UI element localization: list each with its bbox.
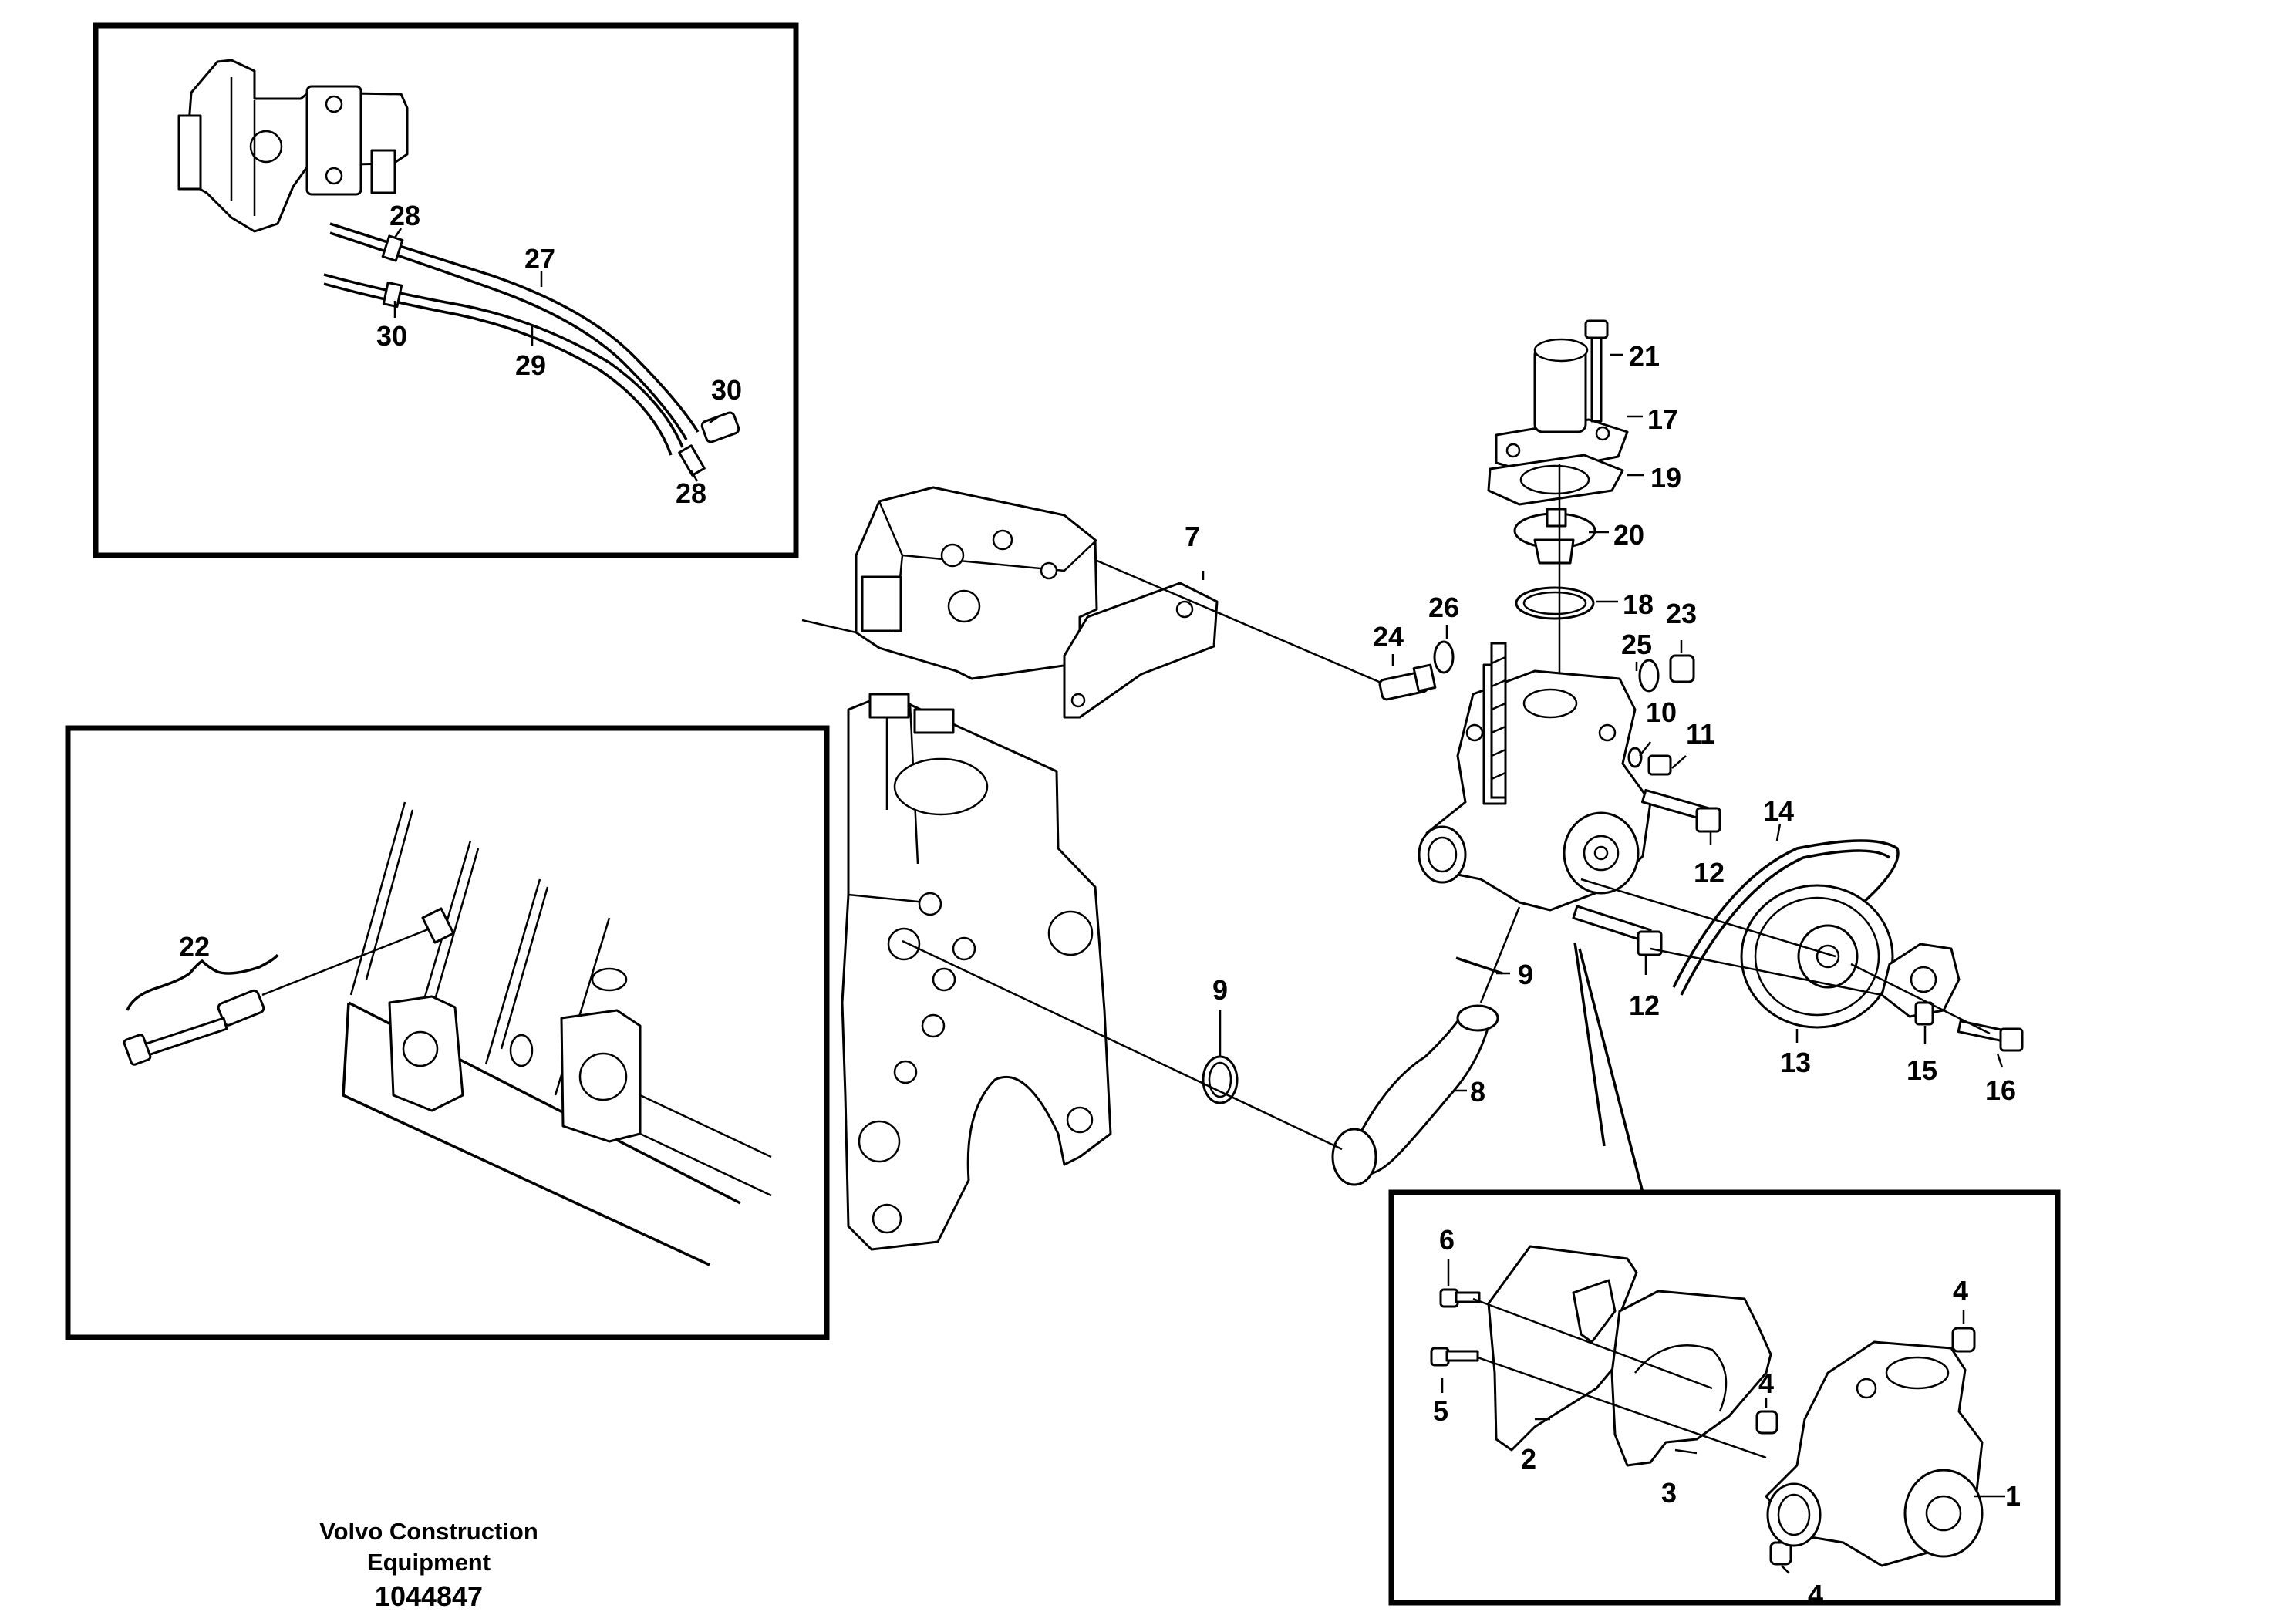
inset-block-heater: 22	[65, 725, 830, 1340]
engine-block-side	[342, 801, 772, 1266]
bolt-12-lower	[1572, 905, 1663, 956]
label-7: 7	[1185, 521, 1200, 552]
bolt-21	[1584, 319, 1609, 423]
label-12-upper: 12	[1694, 857, 1725, 889]
thermostat-20	[1513, 508, 1596, 565]
plug-4-mid	[1755, 1410, 1778, 1435]
label-24: 24	[1373, 621, 1404, 653]
label-18: 18	[1623, 588, 1654, 620]
label-6: 6	[1439, 1224, 1455, 1256]
label-25: 25	[1621, 629, 1652, 660]
label-30-right: 30	[711, 374, 742, 406]
inset-heater-hoses: 28 27 30 29 30 28	[93, 22, 799, 558]
pulley-13	[1740, 884, 1894, 1029]
washer-10	[1627, 747, 1643, 768]
timing-cover	[841, 693, 1112, 1251]
label-26: 26	[1428, 592, 1459, 623]
block-heater-element	[123, 907, 455, 1066]
o-ring-18	[1515, 586, 1595, 620]
plug-4-right	[1951, 1327, 1976, 1353]
bolt-12-upper	[1640, 788, 1721, 833]
caption-line-2: Equipment	[367, 1549, 491, 1576]
v-belt-14	[1672, 839, 1900, 996]
label-28-bottom: 28	[676, 477, 706, 509]
label-8: 8	[1470, 1076, 1485, 1108]
water-pump-1	[1765, 1340, 1984, 1567]
label-22: 22	[179, 931, 210, 963]
inset-water-pump: 6 5 2 3 4 4 4 1	[1388, 1189, 2061, 1610]
screw-5	[1430, 1347, 1479, 1367]
gasket-7	[1063, 558, 1412, 719]
bolt-16	[1957, 1020, 2024, 1052]
label-28-top: 28	[389, 200, 420, 231]
label-17: 17	[1647, 403, 1678, 435]
label-29: 29	[515, 349, 546, 381]
label-30-left: 30	[376, 320, 407, 352]
label-1: 1	[2005, 1480, 2021, 1512]
heater-valve	[177, 59, 409, 233]
label-10: 10	[1646, 696, 1677, 728]
washer-25	[1638, 659, 1660, 693]
gasket-3	[1610, 1290, 1772, 1467]
label-5: 5	[1433, 1395, 1448, 1427]
cylinder-head	[801, 486, 1111, 680]
gasket-2	[1487, 1245, 1638, 1452]
publisher-caption: Volvo Construction Equipment 1044847	[319, 1518, 538, 1612]
label-4-mid: 4	[1758, 1367, 1774, 1399]
label-3: 3	[1661, 1477, 1677, 1509]
caption-line-1: Volvo Construction	[319, 1518, 538, 1545]
label-19: 19	[1650, 462, 1681, 494]
label-4-bottom: 4	[1808, 1579, 1823, 1610]
label-27: 27	[524, 243, 555, 275]
label-21: 21	[1629, 340, 1660, 372]
label-4-right: 4	[1953, 1275, 1968, 1307]
label-16: 16	[1985, 1074, 2016, 1106]
water-pump-main	[1418, 663, 1652, 912]
thermostat-housing-cover-17	[1495, 338, 1629, 475]
label-12-lower: 12	[1629, 990, 1660, 1021]
heater-hoses	[323, 222, 740, 477]
water-pipe-8	[1331, 1004, 1499, 1186]
gasket-19	[1487, 454, 1624, 506]
hatched-strip	[1490, 642, 1507, 799]
label-23: 23	[1666, 598, 1697, 629]
document-number: 1044847	[375, 1580, 483, 1612]
label-14: 14	[1763, 795, 1794, 827]
label-13: 13	[1780, 1047, 1811, 1078]
label-11: 11	[1686, 718, 1715, 750]
bolt-11	[1647, 754, 1672, 776]
hub-15	[1880, 943, 1961, 1026]
label-15: 15	[1907, 1054, 1937, 1086]
sensor-24	[1378, 663, 1437, 701]
label-9-right: 9	[1518, 959, 1533, 990]
plug-23	[1669, 654, 1695, 683]
washer-26	[1433, 640, 1455, 674]
label-20: 20	[1613, 519, 1644, 551]
label-9-left: 9	[1212, 974, 1228, 1006]
o-ring-9	[1202, 1055, 1239, 1104]
label-2: 2	[1521, 1443, 1536, 1475]
